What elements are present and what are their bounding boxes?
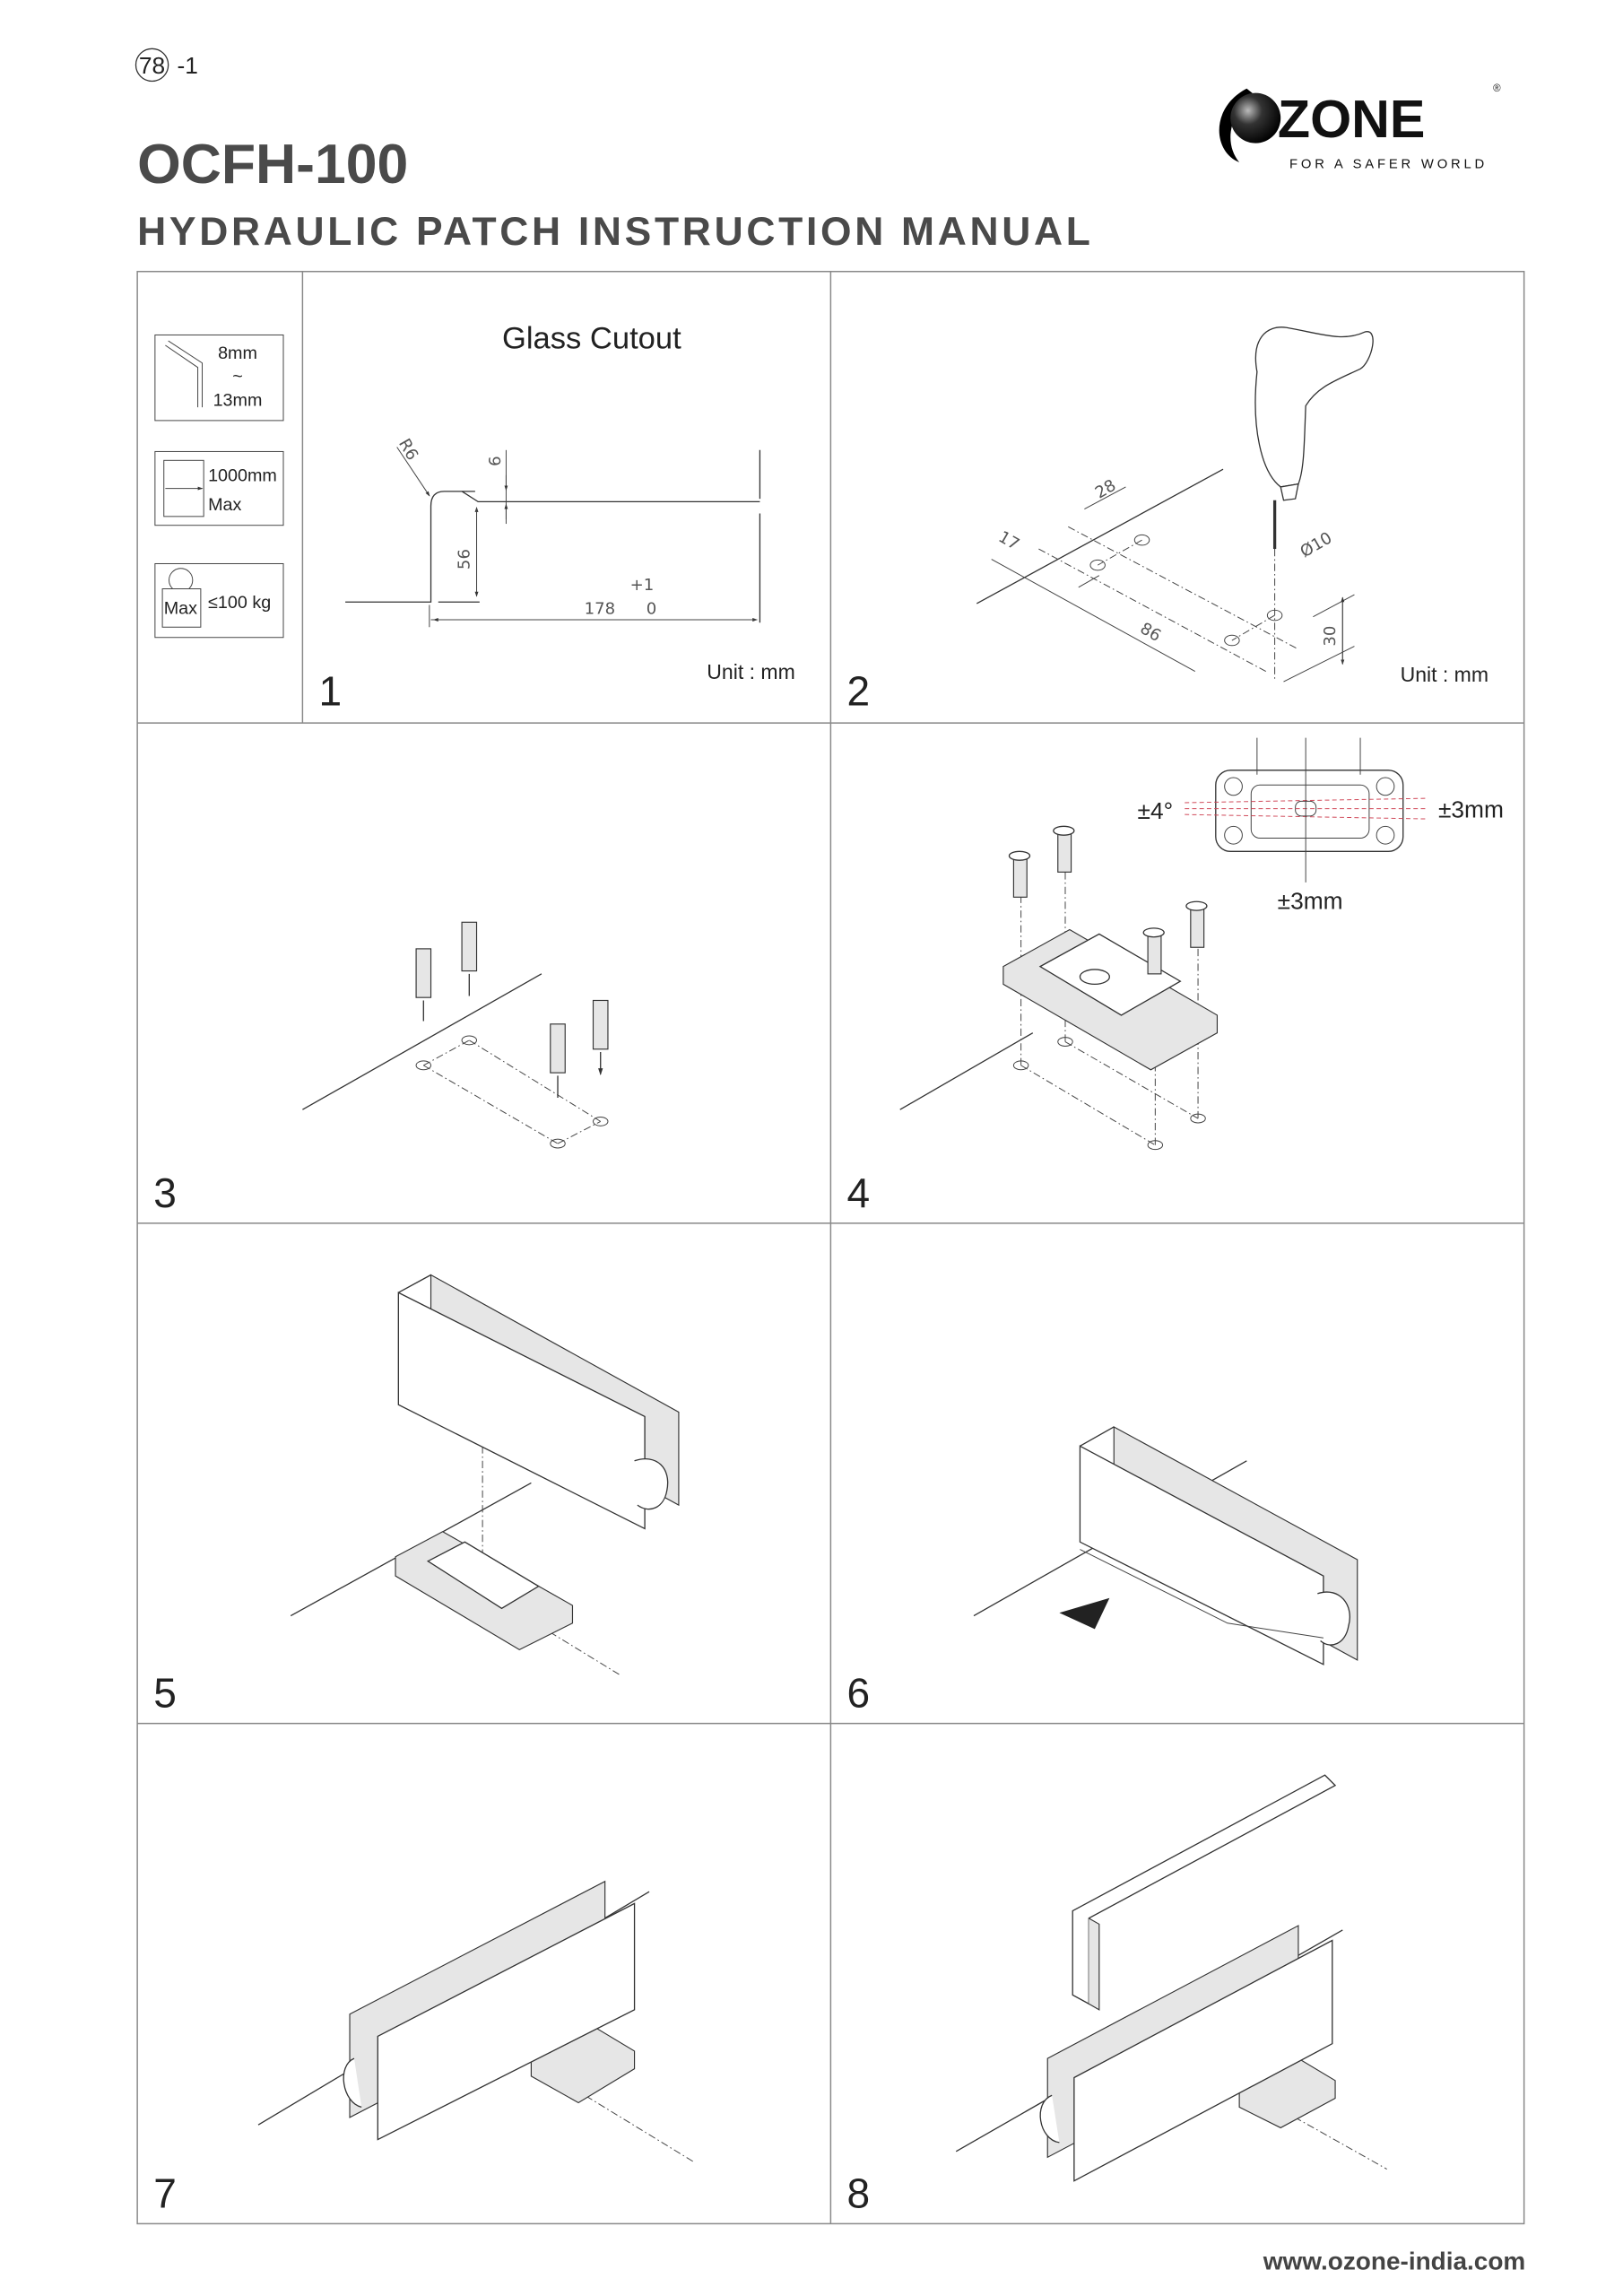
page-ref-number: 78 xyxy=(139,52,165,79)
patch-fitting xyxy=(397,1274,680,1530)
step-8-number: 8 xyxy=(846,2170,870,2216)
dim-28: 28 xyxy=(1092,476,1119,503)
adjust-longitudinal: ±3mm xyxy=(1278,887,1343,914)
rotation-arrow-icon xyxy=(1059,1597,1110,1630)
logo-tagline: FOR A SAFER WORLD xyxy=(1289,158,1484,172)
dim-hole-diameter: Ø10 xyxy=(1298,528,1336,561)
manual-subtitle: HYDRAULIC PATCH INSTRUCTION MANUAL xyxy=(137,210,1090,254)
anchor-icons xyxy=(415,921,609,1074)
patch-fitting xyxy=(1039,1925,1333,2182)
page-reference: 78 -1 xyxy=(135,48,198,83)
dim-tol-plus: +1 xyxy=(630,576,655,595)
dim-17: 17 xyxy=(995,527,1022,554)
step-5-lower-patch: 5 xyxy=(153,1274,680,1717)
door-width-icon xyxy=(163,459,204,517)
step-4-number: 4 xyxy=(846,1170,870,1216)
ozone-logo: ZONE ® FOR A SAFER WORLD xyxy=(1219,83,1501,172)
step-3-insert-anchors: 3 xyxy=(153,921,609,1216)
dim-depth-small: 6 xyxy=(486,456,505,466)
patch-fitting xyxy=(1079,1425,1358,1665)
step-7-number: 7 xyxy=(153,2170,177,2216)
spec-thickness-min: 8mm xyxy=(218,344,257,363)
base-plate xyxy=(395,1531,574,1651)
logo-registered: ® xyxy=(1493,83,1501,94)
step-8-fit-cover: 8 xyxy=(846,1774,1387,2216)
spec-door-weight: Max ≤100 kg xyxy=(154,562,284,639)
footer-website-link[interactable]: www.ozone-india.com xyxy=(1263,2247,1525,2274)
adjustment-diagram xyxy=(1185,737,1428,883)
dim-tol-minus: 0 xyxy=(647,599,657,618)
step-3-number: 3 xyxy=(153,1170,177,1216)
step-1-unit: Unit : mm xyxy=(707,660,794,683)
step-1-number: 1 xyxy=(318,667,342,714)
adjust-angle: ±4° xyxy=(1138,797,1174,824)
model-title: OCFH-100 xyxy=(137,133,408,196)
glass-edge-icon xyxy=(165,340,204,408)
screw-icons xyxy=(1008,825,1208,975)
spec-width-qualifier: Max xyxy=(208,495,241,515)
step-1-glass-cutout: Glass Cutout R6 6 56 178 +1 0 Unit : mm … xyxy=(318,321,794,714)
adjust-lateral: ±3mm xyxy=(1438,796,1504,822)
spec-thickness-sep: ~ xyxy=(232,367,243,387)
page-ref-circle xyxy=(135,48,169,83)
step-2-unit: Unit : mm xyxy=(1401,663,1488,686)
step-6-number: 6 xyxy=(846,1670,870,1717)
step-grid xyxy=(136,270,1525,2225)
spec-weight-qualifier: Max xyxy=(164,598,197,618)
step-6-rotate-door: 6 xyxy=(846,1425,1358,1717)
weight-icon xyxy=(161,568,202,628)
step-2-number: 2 xyxy=(846,667,870,714)
logo-ball xyxy=(1230,92,1281,144)
base-plate xyxy=(1002,928,1219,1071)
spec-weight-value: ≤100 kg xyxy=(208,593,271,613)
dim-length: 178 xyxy=(585,599,616,618)
step-7-assembled: 7 xyxy=(153,1880,694,2216)
dim-radius: R6 xyxy=(395,436,421,464)
spec-glass-thickness: 8mm ~ 13mm xyxy=(154,334,284,422)
drill-icon xyxy=(1254,326,1374,550)
logo-swoosh xyxy=(1219,88,1254,162)
spec-thickness-max: 13mm xyxy=(213,390,263,410)
logo-wordmark: ZONE xyxy=(1278,89,1426,149)
page-ref-suffix: -1 xyxy=(178,52,198,79)
drill-hole-markers xyxy=(1089,534,1283,647)
step-5-number: 5 xyxy=(153,1670,177,1717)
step-2-drill-holes: 28 17 86 Ø10 30 Unit : mm 2 xyxy=(846,326,1488,714)
dim-height: 56 xyxy=(455,549,473,570)
glass-cutout-title: Glass Cutout xyxy=(502,321,681,355)
patch-fitting xyxy=(343,1880,636,2141)
cover-plate xyxy=(1072,1774,1337,2011)
dim-depth: 30 xyxy=(1321,626,1340,647)
step-4-fix-base-plate: ±4° ±3mm ±3mm 4 xyxy=(846,737,1504,1216)
spec-door-width: 1000mm Max xyxy=(154,450,284,526)
spec-width-value: 1000mm xyxy=(208,465,277,485)
